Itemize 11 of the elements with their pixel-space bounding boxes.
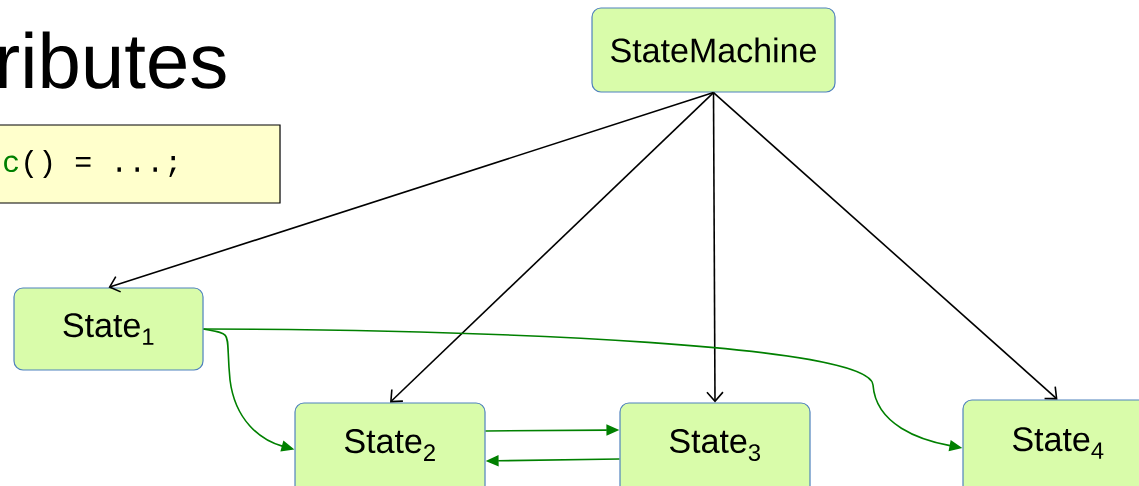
arrow <box>712 91 1058 400</box>
state-box: StateMachine <box>591 7 836 93</box>
state-box: State$_{4}$ <box>962 399 1139 486</box>
code-box: c () = ...; <box>0 124 281 204</box>
state-box: State$_{3}$ <box>619 402 811 486</box>
arrow <box>390 91 715 403</box>
slide-title: ributes <box>0 31 226 89</box>
state-box: State$_{1}$ <box>13 287 204 371</box>
arrow <box>706 91 724 403</box>
state-box: State$_{2}$ <box>294 402 486 486</box>
arrow <box>108 91 715 293</box>
